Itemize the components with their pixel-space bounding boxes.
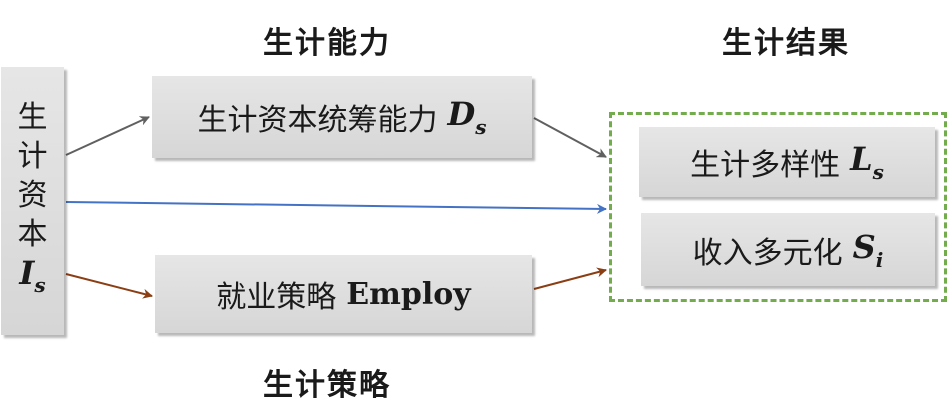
income-diversification-box: 收入多元化 Si xyxy=(641,213,935,286)
income-symbol: Si xyxy=(852,227,884,272)
heading-livelihood-capability: 生计能力 xyxy=(263,26,391,61)
capital-char-4: 本 xyxy=(17,217,48,252)
capital-char-3: 资 xyxy=(17,178,48,213)
income-label: 收入多元化 xyxy=(692,235,843,271)
capital-char-2: 计 xyxy=(17,139,48,174)
diversity-symbol: Ls xyxy=(850,140,884,184)
arrow-capital-to-coordination xyxy=(65,116,150,156)
employment-label: 就业策略 xyxy=(216,280,337,315)
livelihood-capital-box: 生 计 资 本 Is xyxy=(1,67,64,335)
livelihood-diversity-box: 生计多样性 Ls xyxy=(639,127,935,197)
heading-livelihood-outcome: 生计结果 xyxy=(722,26,850,61)
diversity-label: 生计多样性 xyxy=(690,148,841,183)
arrow-employment-to-outcome xyxy=(533,267,607,290)
coordination-symbol: Ds xyxy=(447,95,487,139)
coordination-capability-box: 生计资本统筹能力 Ds xyxy=(152,76,532,158)
employment-strategy-box: 就业策略 Employ xyxy=(155,255,532,333)
capital-symbol: Is xyxy=(19,254,46,297)
coordination-label: 生计资本统筹能力 xyxy=(197,103,438,138)
arrow-capital-to-employment xyxy=(65,273,153,299)
employment-keyword: Employ xyxy=(346,276,471,312)
arrow-capital-to-outcome xyxy=(65,201,607,214)
heading-livelihood-strategy: 生计策略 xyxy=(263,368,391,403)
outcome-group-frame xyxy=(609,112,947,302)
capital-char-1: 生 xyxy=(17,100,48,135)
arrow-coordination-to-outcome xyxy=(533,117,607,158)
